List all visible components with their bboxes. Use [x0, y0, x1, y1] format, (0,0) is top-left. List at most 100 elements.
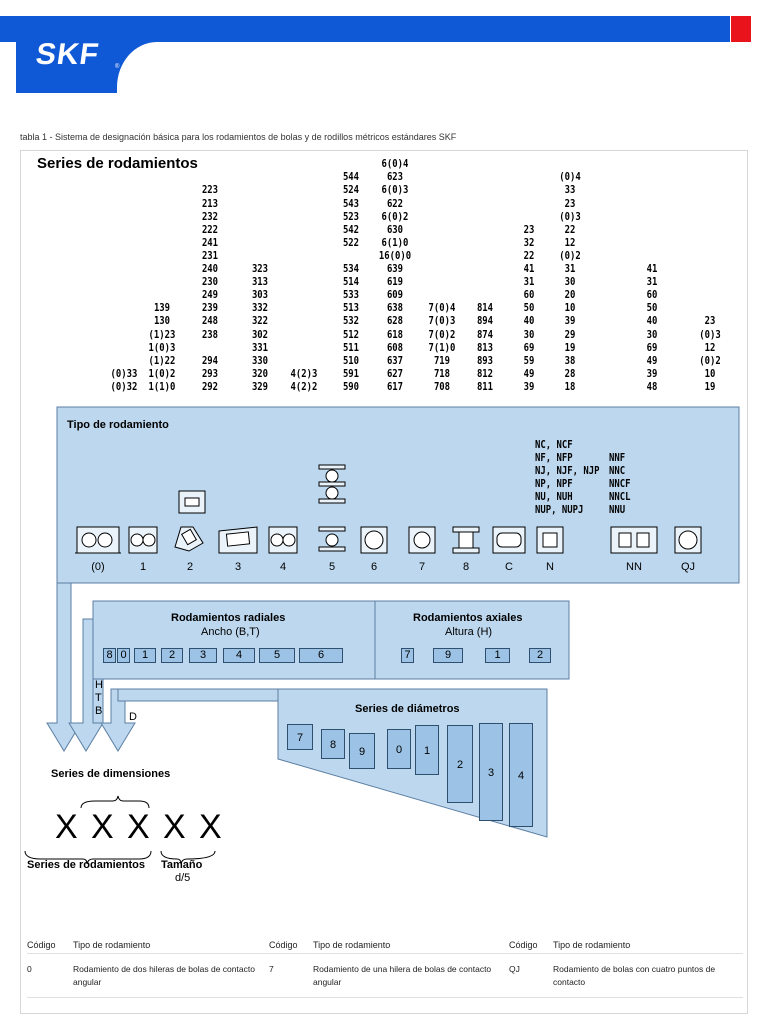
- series-cell: 33: [564, 184, 576, 197]
- series-cell: 513: [342, 302, 360, 315]
- series-cell: 248: [201, 315, 219, 328]
- series-cell: 249: [201, 289, 219, 302]
- axial-title: Rodamientos axiales: [413, 612, 523, 624]
- series-cell: 69: [523, 341, 535, 354]
- radial-box: 0: [117, 648, 130, 663]
- series-cell: 139: [153, 302, 171, 315]
- series-cell: (1)22: [148, 354, 176, 367]
- series-cell: (0)2: [699, 354, 721, 367]
- series-cell: 313: [251, 276, 269, 289]
- series-cell: 292: [201, 380, 219, 393]
- series-cell: 323: [251, 263, 269, 275]
- series-cell: 41: [523, 263, 535, 275]
- icon-3: [218, 526, 258, 554]
- series-cell: 619: [386, 276, 404, 289]
- type-label: 7: [418, 561, 426, 573]
- series-cell: 628: [386, 315, 404, 328]
- diameter-box: 0: [387, 729, 411, 769]
- arrow-1: [46, 582, 82, 752]
- series-cell: 222: [201, 223, 219, 236]
- type-label: (0): [91, 561, 105, 573]
- diameter-box: 2: [447, 725, 473, 803]
- skf-logo[interactable]: SKF ®: [16, 16, 157, 94]
- series-cell: 49: [646, 354, 658, 367]
- series-cell: (1)23: [148, 328, 176, 341]
- n-type-item: NF, NFP: [535, 452, 573, 465]
- series-cell: 534: [342, 263, 360, 275]
- series-cell: 532: [342, 315, 360, 328]
- series-cell: 29: [564, 328, 576, 341]
- series-cell: 1(1)0: [148, 380, 176, 393]
- series-cell: 48: [646, 380, 658, 393]
- brace-top: [80, 795, 150, 809]
- series-cell: 4(2)2: [290, 380, 318, 393]
- n-type-item: NJ, NJF, NJP: [535, 465, 600, 478]
- series-cell: 893: [476, 354, 494, 367]
- series-cell: 811: [476, 380, 494, 393]
- series-cell: 6(1)0: [381, 236, 409, 249]
- n-type-item: NC, NCF: [535, 439, 573, 451]
- table-header: Tipo de rodamiento: [313, 940, 391, 950]
- series-cell: 719: [433, 354, 451, 367]
- type-label: 6: [370, 561, 378, 573]
- radial-box: 1: [134, 648, 156, 663]
- header-red-accent: [731, 16, 751, 42]
- bearing-icons: [75, 464, 702, 554]
- table-cell: QJ: [509, 964, 520, 974]
- type-label: QJ: [680, 561, 696, 573]
- diameter-box: 1: [415, 725, 439, 775]
- axial-box: 1: [485, 648, 510, 663]
- type-label: 3: [234, 561, 242, 573]
- brace-bottom-size: [160, 850, 216, 865]
- table-cell: Rodamiento de bolas con cuatro puntos de…: [553, 964, 716, 987]
- type-label: 2: [186, 561, 194, 573]
- series-cell: 31: [564, 263, 576, 275]
- series-cell: 232: [201, 210, 219, 223]
- series-cell: 31: [523, 276, 535, 289]
- series-cell: 18: [564, 380, 576, 393]
- axial-box: 7: [401, 648, 414, 663]
- table-header: Tipo de rodamiento: [73, 940, 151, 950]
- designation-x: X: [55, 808, 78, 846]
- designation-x: X: [91, 808, 114, 846]
- series-cell: 332: [251, 302, 269, 315]
- series-cell: 12: [704, 341, 716, 354]
- radial-box: 2: [161, 648, 183, 663]
- series-cell: 7(1)0: [428, 341, 456, 354]
- series-cell: 1(0)2: [148, 367, 176, 380]
- series-cell: 69: [646, 341, 658, 354]
- vertical-letter: H: [95, 679, 103, 691]
- table-header: Código: [269, 940, 298, 950]
- icon-nn: [610, 526, 658, 554]
- radial-axial-panel: [92, 600, 570, 680]
- series-cell: 708: [433, 380, 451, 393]
- diameter-box: 4: [509, 723, 533, 827]
- nn-type-item: NNU: [609, 504, 626, 517]
- series-cell: 639: [386, 263, 404, 275]
- type-label: N: [546, 561, 554, 573]
- type-label: 5: [328, 561, 336, 573]
- series-cell: 30: [523, 328, 535, 341]
- nn-type-item: NNF: [609, 452, 626, 464]
- bottom-size-sublabel: d/5: [175, 872, 191, 884]
- series-cell: 22: [564, 223, 576, 236]
- radial-box: 3: [189, 648, 217, 663]
- series-cell: 302: [251, 328, 269, 341]
- series-cell: 524: [342, 184, 360, 197]
- table-divider: [27, 953, 743, 954]
- series-cell: 623: [386, 171, 404, 184]
- nn-type-item: NNCL: [609, 491, 631, 504]
- icon-5: [318, 464, 346, 552]
- axial-subtitle: Altura (H): [445, 626, 493, 638]
- series-cell: 50: [523, 302, 535, 315]
- series-cell: 294: [201, 354, 219, 367]
- logo-registered-mark: ®: [115, 64, 120, 70]
- series-cell: 60: [646, 289, 658, 302]
- series-cell: 32: [523, 236, 535, 249]
- diameter-box: 9: [349, 733, 375, 769]
- radial-title: Rodamientos radiales: [171, 612, 286, 624]
- series-cell: 718: [433, 367, 451, 380]
- table-header: Código: [27, 940, 56, 950]
